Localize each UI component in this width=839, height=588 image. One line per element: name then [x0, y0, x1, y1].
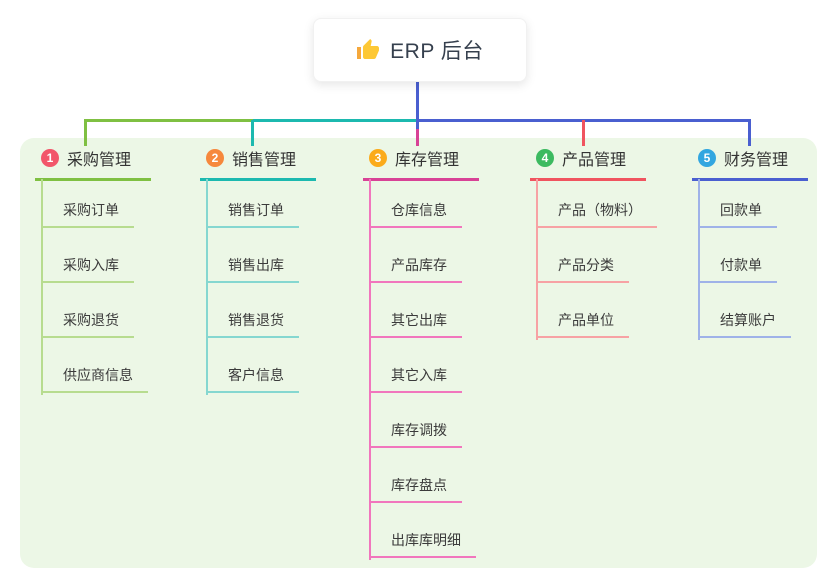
branch-title-inventory[interactable]: 3 库存管理 [363, 146, 480, 181]
branch-number-badge: 3 [369, 149, 387, 167]
branch-number-badge: 4 [536, 149, 554, 167]
thumbs-up-icon [356, 38, 380, 62]
branch-label: 产品管理 [562, 152, 627, 169]
child-node[interactable]: 产品分类 [536, 257, 629, 283]
child-node[interactable]: 供应商信息 [41, 367, 148, 393]
branch-label: 财务管理 [724, 152, 789, 169]
branch-label: 采购管理 [67, 152, 132, 169]
child-node[interactable]: 仓库信息 [369, 202, 462, 228]
branch-title-sales[interactable]: 2 销售管理 [200, 146, 317, 181]
child-node[interactable]: 库存调拨 [369, 422, 462, 448]
child-node[interactable]: 采购订单 [41, 202, 134, 228]
branch-title-product[interactable]: 4 产品管理 [530, 146, 647, 181]
connector-horizontal-green [84, 119, 253, 122]
branch-children-line [369, 179, 371, 560]
branch-label: 销售管理 [232, 152, 297, 169]
child-node[interactable]: 出库库明细 [369, 532, 476, 558]
branch-product: 4 产品管理 产品（物料） 产品分类 产品单位 [530, 146, 657, 340]
connector-drop-branch-5 [748, 120, 751, 146]
connector-drop-branch-1 [84, 120, 87, 146]
branch-number-badge: 2 [206, 149, 224, 167]
branch-children-line [206, 179, 208, 395]
branch-number-badge: 1 [41, 149, 59, 167]
root-label: ERP 后台 [390, 40, 484, 63]
branch-inventory: 3 库存管理 仓库信息 产品库存 其它出库 其它入库 库存调拨 库存盘点 出库库… [363, 146, 480, 560]
child-node[interactable]: 采购退货 [41, 312, 134, 338]
child-node[interactable]: 库存盘点 [369, 477, 462, 503]
branch-sales: 2 销售管理 销售订单 销售出库 销售退货 客户信息 [200, 146, 317, 395]
child-node[interactable]: 产品单位 [536, 312, 629, 338]
mindmap-panel [20, 138, 817, 568]
child-node[interactable]: 客户信息 [206, 367, 299, 393]
branch-finance: 5 财务管理 回款单 付款单 结算账户 [692, 146, 809, 340]
branch-title-finance[interactable]: 5 财务管理 [692, 146, 809, 181]
child-node[interactable]: 销售订单 [206, 202, 299, 228]
connector-drop-branch-3 [416, 128, 419, 146]
branch-label: 库存管理 [395, 152, 460, 169]
root-node[interactable]: ERP 后台 [313, 18, 527, 82]
child-node[interactable]: 销售出库 [206, 257, 299, 283]
branch-children-line [41, 179, 43, 395]
child-node[interactable]: 其它入库 [369, 367, 462, 393]
child-node[interactable]: 付款单 [698, 257, 777, 283]
child-node[interactable]: 销售退货 [206, 312, 299, 338]
connector-drop-branch-2 [251, 120, 254, 146]
branch-title-purchase[interactable]: 1 采购管理 [35, 146, 152, 181]
branch-purchase: 1 采购管理 采购订单 采购入库 采购退货 供应商信息 [35, 146, 152, 395]
child-node[interactable]: 结算账户 [698, 312, 791, 338]
child-node[interactable]: 其它出库 [369, 312, 462, 338]
child-node[interactable]: 产品（物料） [536, 202, 657, 228]
branch-children-line [536, 179, 538, 340]
child-node[interactable]: 回款单 [698, 202, 777, 228]
branch-number-badge: 5 [698, 149, 716, 167]
connector-horizontal-teal [253, 119, 417, 122]
child-node[interactable]: 产品库存 [369, 257, 462, 283]
child-node[interactable]: 采购入库 [41, 257, 134, 283]
root-connector [416, 82, 419, 129]
connector-drop-branch-4 [582, 120, 585, 146]
branch-children-line [698, 179, 700, 340]
